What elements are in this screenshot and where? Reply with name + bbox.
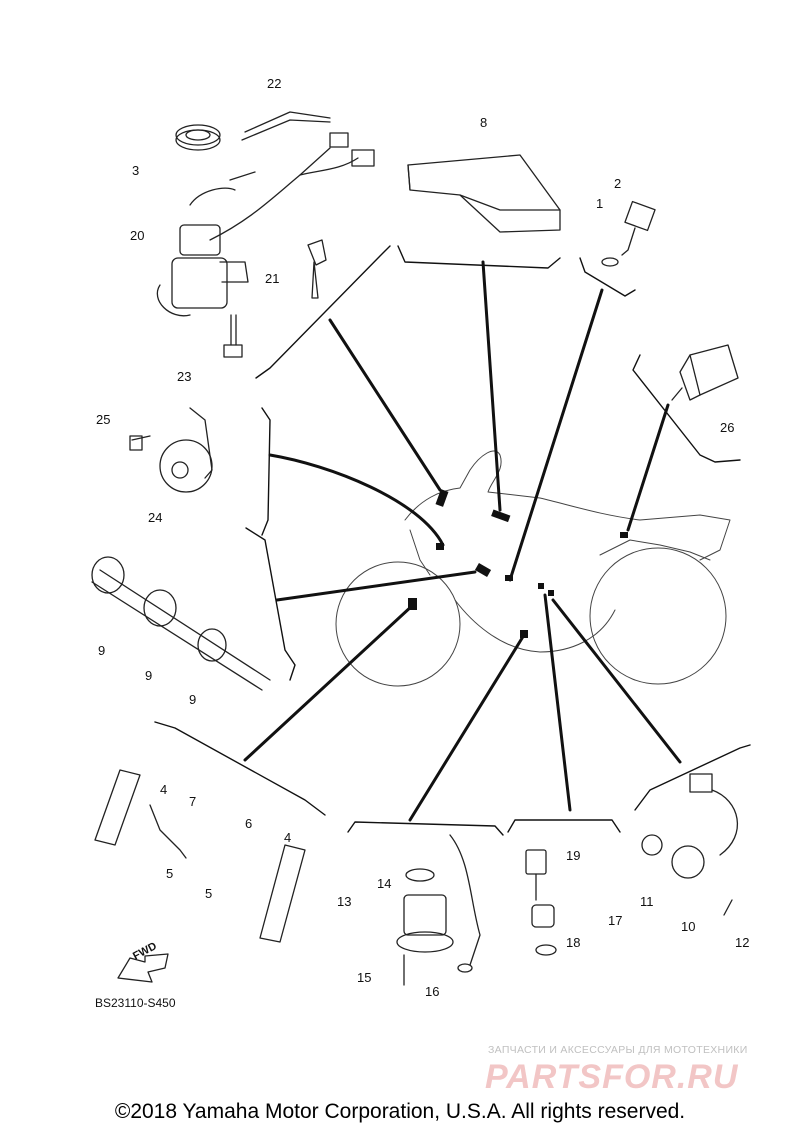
callout-3: 3 — [132, 163, 140, 178]
callout-24: 24 — [148, 510, 163, 525]
callout-6: 6 — [245, 816, 253, 831]
callout-10: 10 — [681, 919, 696, 934]
callout-14: 14 — [377, 876, 392, 891]
callout-25: 25 — [96, 412, 111, 427]
leader-lines — [243, 260, 682, 822]
part-17-damper — [525, 849, 557, 956]
part-20-ignition-switch — [156, 132, 375, 317]
part-3-ring — [175, 124, 221, 151]
callout-1: 1 — [596, 196, 604, 211]
drawing-code: BS23110-S450 — [95, 996, 176, 1010]
part-23-bolt — [223, 314, 243, 358]
part-7-bracket — [149, 804, 187, 859]
callout-17: 17 — [608, 913, 623, 928]
callout-8: 8 — [480, 115, 488, 130]
callout-26: 26 — [720, 420, 735, 435]
callout-12: 12 — [735, 935, 750, 950]
callout-7: 7 — [189, 794, 197, 809]
part-24-horn — [129, 407, 213, 493]
callout-2: 2 — [614, 176, 622, 191]
motorcycle-silhouette — [335, 450, 731, 687]
callout-18: 18 — [566, 935, 581, 950]
part-9-sensors — [91, 556, 271, 691]
part-26-relay — [671, 344, 739, 401]
callout-5-right: 5 — [205, 886, 213, 901]
callout-9-c: 9 — [189, 692, 197, 707]
callout-21: 21 — [265, 271, 280, 286]
part-8-ecu — [407, 154, 561, 233]
callout-16: 16 — [425, 984, 440, 999]
callout-22: 22 — [267, 76, 282, 91]
callout-13: 13 — [337, 894, 352, 909]
callout-4-left: 4 — [160, 782, 168, 797]
copyright-notice: ©2018 Yamaha Motor Corporation, U.S.A. A… — [114, 1100, 686, 1123]
callout-4-right: 4 — [284, 830, 292, 845]
callout-9-a: 9 — [98, 643, 106, 658]
part-10-housing — [641, 773, 739, 916]
callout-11: 11 — [640, 894, 654, 909]
callout-5-left: 5 — [166, 866, 174, 881]
callout-15: 15 — [357, 970, 372, 985]
part-13-pump — [396, 834, 481, 986]
part-2-sensor — [601, 200, 656, 267]
callout-20: 20 — [130, 228, 145, 243]
bike-part-markers — [408, 489, 628, 638]
callout-19: 19 — [566, 848, 581, 863]
callout-23: 23 — [177, 369, 192, 384]
part-4-pads — [94, 769, 306, 943]
group-frames — [154, 245, 751, 836]
fwd-arrow — [117, 953, 169, 983]
part-21-key — [307, 239, 327, 299]
callout-9-b: 9 — [145, 668, 153, 683]
watermark-brand: PARTSFOR.RU — [485, 1058, 739, 1096]
watermark-tagline: ЗАПЧАСТИ И АКСЕССУАРЫ ДЛЯ МОТОТЕХНИКИ — [488, 1044, 748, 1056]
part-22-cable — [244, 111, 331, 133]
